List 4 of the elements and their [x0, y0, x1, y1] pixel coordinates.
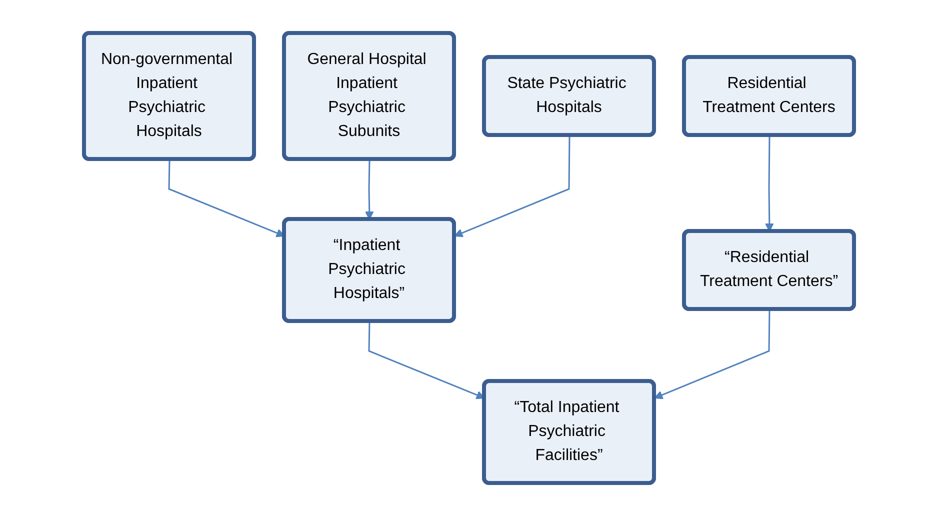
arrow	[654, 310, 770, 400]
arrow	[454, 136, 570, 238]
arrow	[765, 136, 774, 232]
arrow	[364, 159, 374, 220]
